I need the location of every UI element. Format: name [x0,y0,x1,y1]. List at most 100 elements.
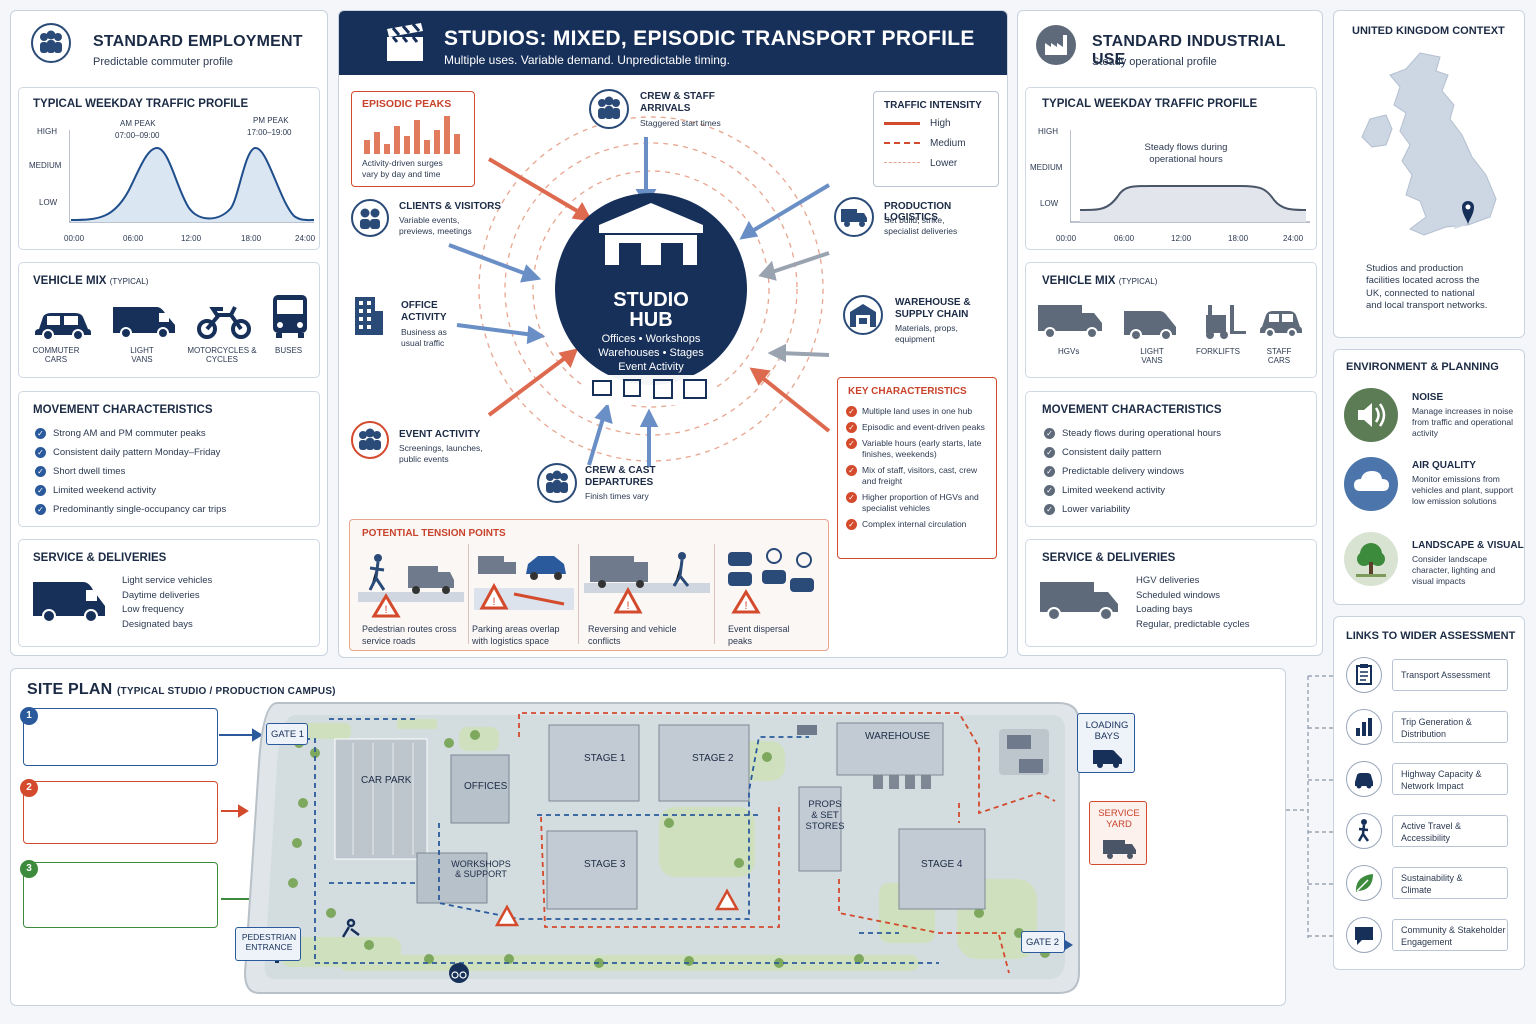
steady-note: Steady flows during operational hours [1144,142,1228,166]
standard-employment-panel: STANDARD EMPLOYMENT Predictable commuter… [10,10,328,656]
factory-icon [1036,25,1076,65]
card-title: TYPICAL WEEKDAY TRAFFIC PROFILE [33,98,249,110]
gate-2[interactable]: GATE 2 [1021,931,1065,953]
movement-card: MOVEMENT CHARACTERISTICS ✓Strong AM and … [18,391,320,527]
check-icon: ✓ [846,519,857,531]
panel-title: UNITED KINGDOM CONTEXT [1352,25,1505,37]
time-tick: 00:00 [1056,234,1077,243]
svg-text:!: ! [492,596,495,608]
pedestrian-conflict-icon: ! [358,554,464,618]
link-box[interactable]: Sustainability & Climate [1392,867,1508,899]
link-label: Highway Capacity & Network Impact [1401,769,1482,791]
list-item: ✓ Higher proportion of HGVs and specialis… [846,492,992,514]
time-tick: 24:00 [1283,234,1304,243]
hub-uses: Warehouses • Stages [598,347,704,359]
site-plan-panel: SITE PLAN (TYPICAL STUDIO / PRODUCTION C… [10,668,1286,1006]
gate-label: GATE 1 [271,729,305,740]
link-row-active-travel[interactable]: Active Travel & Accessibility [1344,811,1520,851]
vehicle-mix-title: VEHICLE MIX [1042,275,1116,287]
office-title: OFFICE ACTIVITY [401,300,447,323]
motorcycle-icon [197,306,251,339]
list-item: ✓Consistent daily pattern [1044,443,1221,462]
list-item: ✓Predominantly single-occupancy car trip… [35,500,226,519]
tree-icon [1344,532,1398,586]
people-icon [31,23,71,63]
key-characteristics-card: KEY CHARACTERISTICS ✓Multiple land uses … [837,377,997,559]
reversing-conflict-icon: ! [584,552,710,614]
am-peak-label: AM PEAK [120,119,156,128]
props-label: PROPS & SET STORES [805,799,845,832]
vehicle-label: BUSES [275,346,303,355]
key-box-2 [23,781,218,844]
hub-uses: Offices • Workshops [601,333,701,345]
level-label: HIGH [37,127,57,136]
level-label: LOW [1040,199,1059,208]
tension-text: Event dispersal peaks [728,624,790,646]
check-icon: ✓ [846,422,857,434]
stage-2-label: STAGE 2 [692,753,734,764]
panel-title: ENVIRONMENT & PLANNING [1346,361,1499,373]
clients-title: CLIENTS & VISITORS [399,201,502,212]
list-item: Scheduled windows [1136,589,1220,601]
pedestrian-entrance[interactable]: PEDESTRIAN ENTRANCE [235,927,301,961]
van-icon [1093,750,1122,768]
workshops-label: WORKSHOPS & SUPPORT [451,859,511,879]
hub-uses: Event Activity [618,361,684,373]
level-label: MEDIUM [29,161,62,170]
link-label: Community & Stakeholder Engagement [1401,925,1506,947]
check-icon: ✓ [35,504,46,515]
traffic-profile-card: TYPICAL WEEKDAY TRAFFIC PROFILE HIGH MED… [18,87,320,250]
link-box[interactable]: Highway Capacity & Network Impact [1392,763,1508,795]
check-icon: ✓ [1044,428,1055,439]
check-icon: ✓ [35,447,46,458]
gate-1[interactable]: GATE 1 [266,723,308,745]
vehicle-mix-card: VEHICLE MIX (TYPICAL) COMMUTER CARS LIGH… [18,262,320,378]
bar-chart-icon [1346,709,1382,745]
item-text: Higher proportion of HGVs and specialist… [862,492,979,514]
time-tick: 18:00 [241,234,262,243]
event-title: EVENT ACTIVITY [399,429,481,440]
traffic-curve [1070,130,1310,223]
level-label: MEDIUM [1030,163,1063,172]
time-tick: 06:00 [123,234,144,243]
link-row-transport-assessment[interactable]: Transport Assessment [1344,655,1520,695]
vehicle-mix-card: VEHICLE MIX (TYPICAL) HGVs LIGHT VANS FO… [1025,262,1317,378]
item-text: Variable hours (early starts, late finis… [862,438,982,460]
pm-peak-label: PM PEAK [253,116,289,125]
clipboard-icon [1346,657,1382,693]
event-audience-icon [351,421,389,459]
links-connector [1286,675,1334,938]
link-box[interactable]: Active Travel & Accessibility [1392,815,1508,847]
tension-divider [468,544,469,644]
check-icon: ✓ [1044,485,1055,496]
noise-desc: Manage increases in noise from traffic a… [1412,406,1514,439]
legend-title: TRAFFIC INTENSITY [884,100,982,111]
link-row-community[interactable]: Community & Stakeholder Engagement [1344,915,1520,955]
service-yard-label: SERVICE YARD [1098,808,1140,830]
link-box[interactable]: Transport Assessment [1392,659,1508,691]
crew-arrivals-title: CREW & STAFF ARRIVALS [640,91,715,114]
list-item: ✓Short dwell times [35,462,226,481]
stage-4-label: STAGE 4 [921,859,963,870]
vehicle-label: MOTORCYCLES & CYCLES [187,346,257,364]
item-text: Steady flows during operational hours [1062,428,1221,439]
offices-label: OFFICES [464,781,508,792]
traffic-profile-card: TYPICAL WEEKDAY TRAFFIC PROFILE HIGH MED… [1025,87,1317,250]
warehouse-icon [843,295,883,335]
check-icon: ✓ [1044,466,1055,477]
link-row-sustainability[interactable]: Sustainability & Climate [1344,863,1520,903]
cast-icon [537,463,577,503]
link-row-highway-capacity[interactable]: Highway Capacity & Network Impact [1344,759,1520,799]
card-title: VEHICLE MIX (TYPICAL) [1042,275,1157,287]
hub-title: STUDIO [613,289,689,311]
link-row-trip-generation[interactable]: Trip Generation & Distribution [1344,707,1520,747]
site-tag: (TYPICAL STUDIO / PRODUCTION CAMPUS) [117,686,336,697]
link-box[interactable]: Trip Generation & Distribution [1392,711,1508,743]
speech-bubble-icon [1346,917,1382,953]
time-tick: 00:00 [64,234,85,243]
card-title: EPISODIC PEAKS [362,98,452,110]
hub-title-2: HUB [629,309,673,331]
check-icon: ✓ [846,492,857,504]
link-box[interactable]: Community & Stakeholder Engagement [1392,919,1508,951]
check-icon: ✓ [846,438,857,450]
